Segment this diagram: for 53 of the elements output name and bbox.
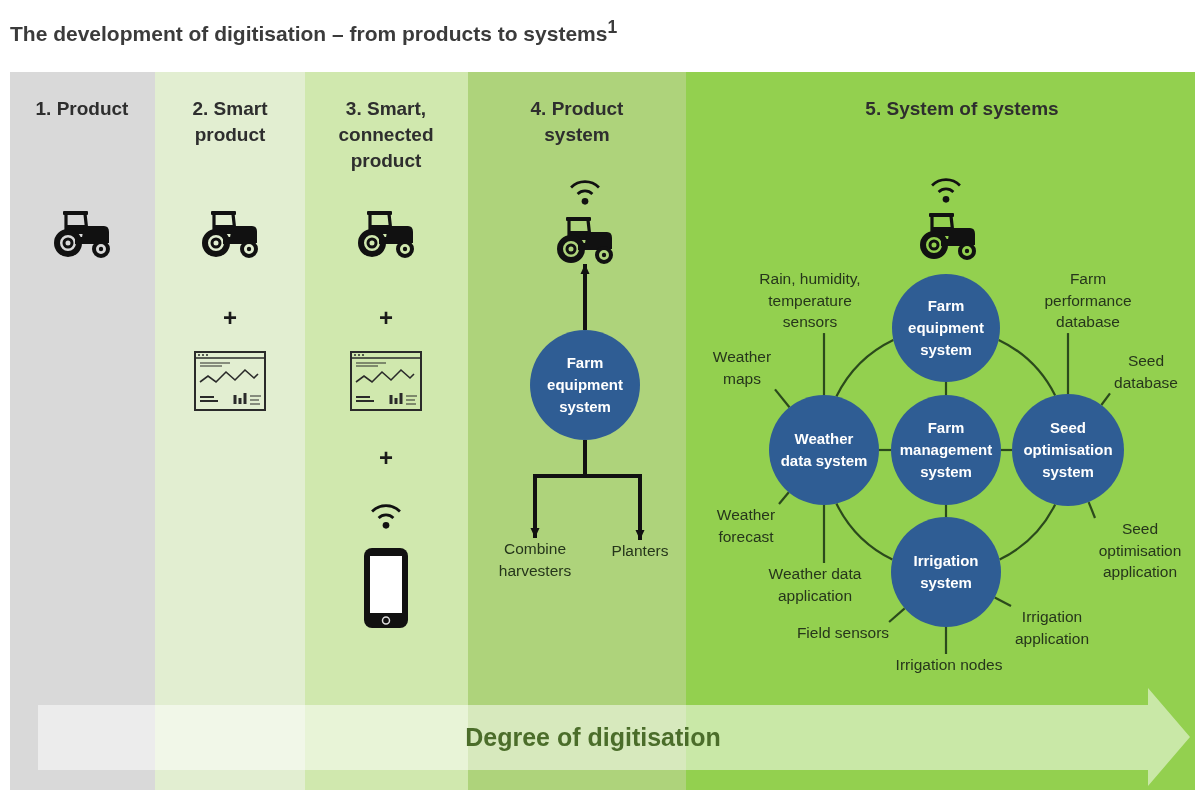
stage-column xyxy=(305,72,468,790)
circle-label: Farm equipment system xyxy=(546,353,624,417)
circle-label: Irrigation system xyxy=(912,551,980,593)
component-label: Rain, humidity, temperature sensors xyxy=(754,268,866,334)
arrow-label: Degree of digitisation xyxy=(465,722,721,752)
component-label: Combine harvesters xyxy=(495,538,575,582)
component-label: Field sensors xyxy=(796,622,890,644)
component-label: Planters xyxy=(611,540,669,562)
connector-line xyxy=(835,339,894,397)
component-label: Irrigation nodes xyxy=(895,654,1003,676)
component-label: Weather data application xyxy=(765,563,865,607)
component-label: Seed optimisation application xyxy=(1095,518,1185,584)
leader-line xyxy=(822,333,826,395)
stage-column xyxy=(155,72,305,790)
connector-line xyxy=(999,503,1057,561)
stage-column xyxy=(10,72,155,790)
leader-line xyxy=(888,607,906,623)
leader-line xyxy=(994,596,1012,607)
leader-line xyxy=(1087,501,1097,519)
arrow xyxy=(583,440,645,540)
connector-line xyxy=(879,448,891,452)
column-heading: 5. System of systems xyxy=(865,97,1059,121)
column-heading: 1. Product xyxy=(35,97,129,121)
leader-line xyxy=(1066,333,1070,394)
component-label: Irrigation application xyxy=(1011,606,1093,650)
plus-sign: + xyxy=(379,446,393,470)
component-label: Weather maps xyxy=(709,346,775,390)
leader-line xyxy=(944,627,948,654)
component-label: Farm performance database xyxy=(1038,268,1138,334)
plus-sign: + xyxy=(223,306,237,330)
connector-line xyxy=(944,382,948,395)
circle-label: Farm management system xyxy=(899,418,993,482)
arrow xyxy=(580,264,590,330)
connector-line xyxy=(944,505,948,517)
circle-label: Seed optimisation system xyxy=(1022,418,1114,482)
leader-line xyxy=(774,388,791,408)
component-label: Seed database xyxy=(1110,350,1182,394)
column-heading: 4. Product system xyxy=(529,97,625,147)
progress-arrow xyxy=(38,688,1190,786)
diagram-title: The development of digitisation – from products to systems$^{1}$ xyxy=(10,17,618,47)
column-heading: 2. Smart product xyxy=(191,97,269,147)
leader-line xyxy=(822,505,826,563)
circle-label: Farm equipment system xyxy=(907,296,985,360)
leader-line xyxy=(1100,392,1111,406)
connector-line xyxy=(835,503,893,561)
component-label: Weather forecast xyxy=(713,504,779,548)
tractor-icon xyxy=(554,216,616,264)
circle-label: Weather data system xyxy=(779,429,869,471)
column-heading: 3. Smart, connected product xyxy=(337,97,435,174)
plus-sign: + xyxy=(379,306,393,330)
connector-line xyxy=(1001,448,1012,452)
leader-line xyxy=(778,491,790,505)
connector-line xyxy=(998,339,1057,397)
